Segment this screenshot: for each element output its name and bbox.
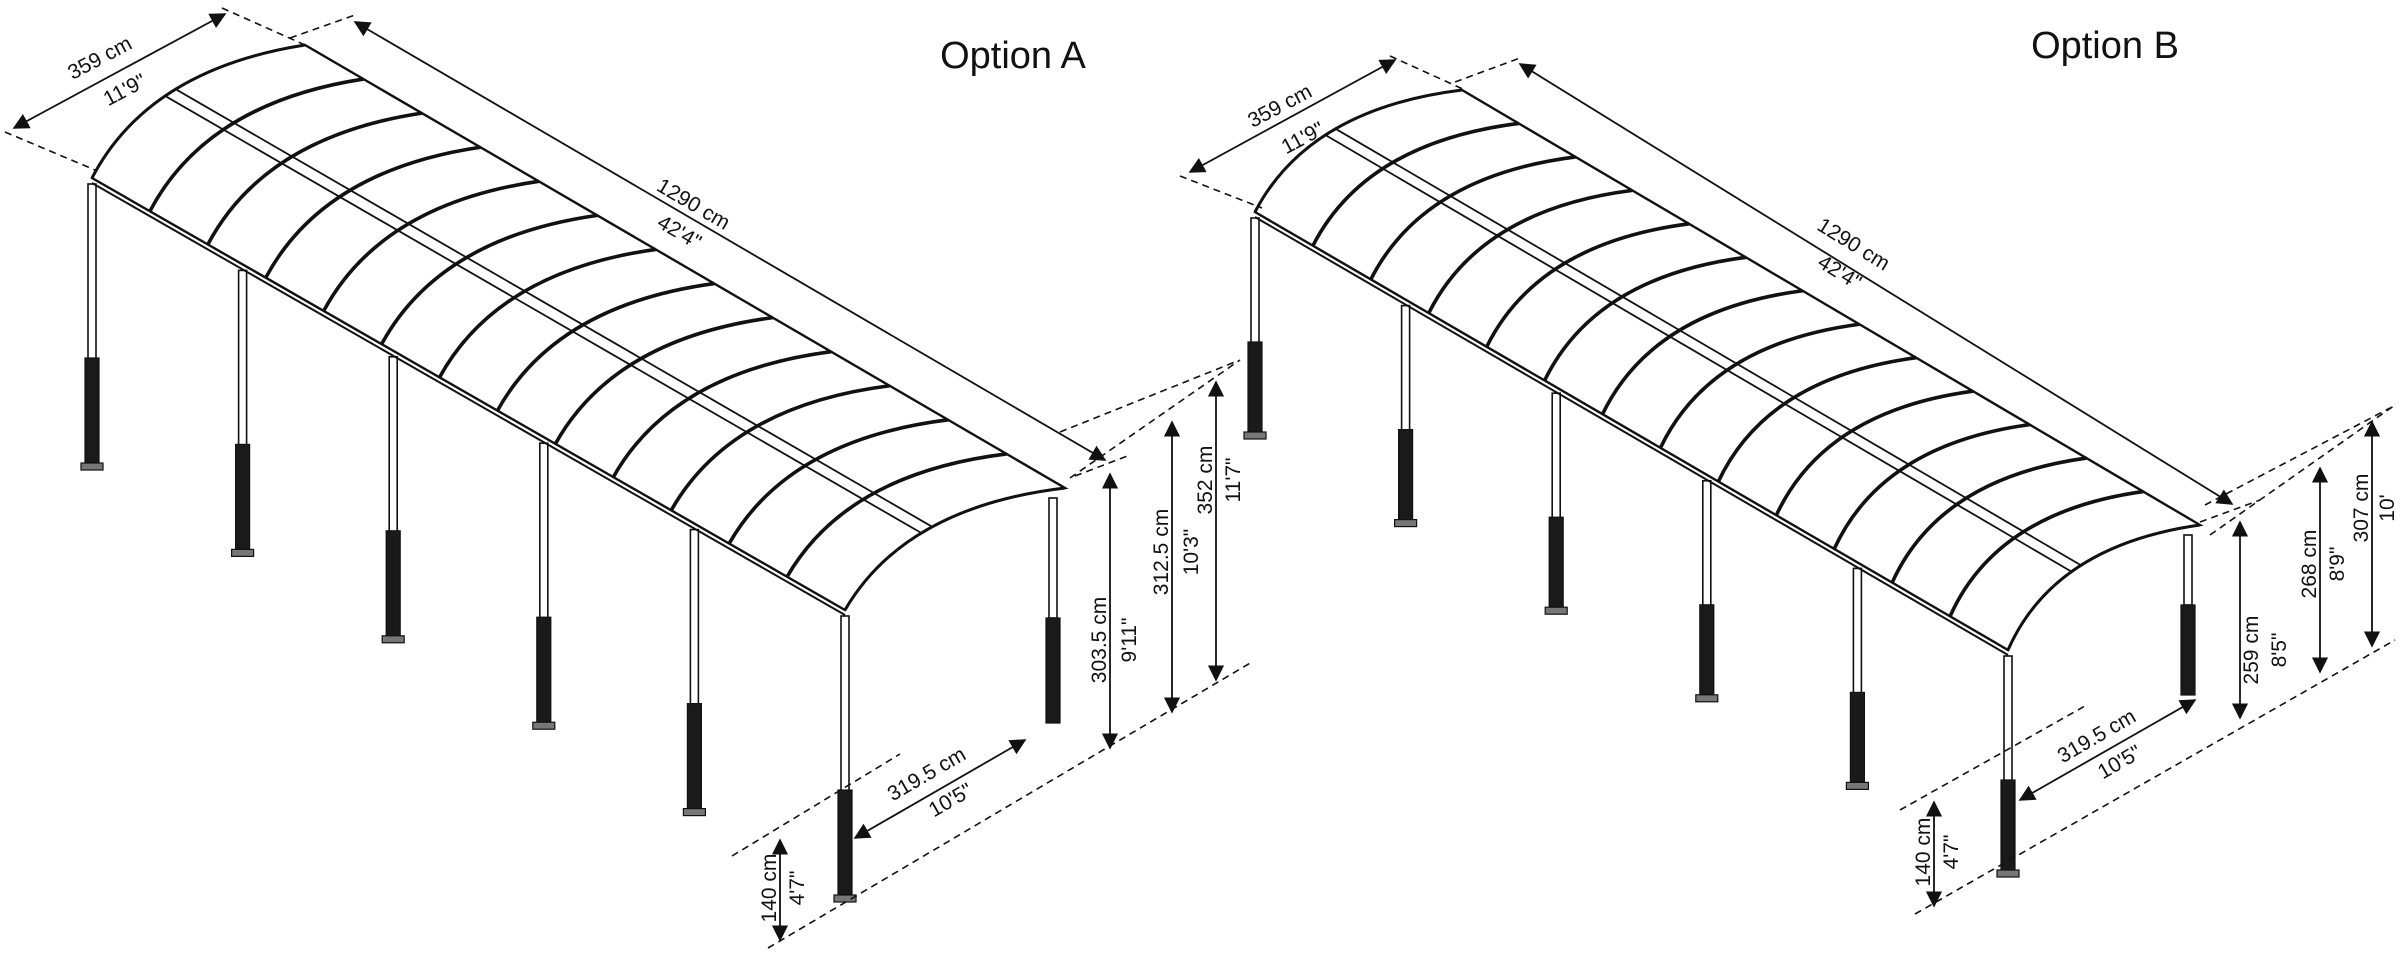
option-a-peak-height-ft: 11'7" (1222, 458, 1245, 503)
option-b-drawing: Option B 359 cm 11'9" 1290 cm 42'4" 259 … (1179, 25, 2399, 915)
option-a-height-dimensions: 303.5 cm 9'11" 312.5 cm 10'3" 352 cm 11'… (1059, 359, 1245, 750)
option-b-mid-height-ft: 8'9" (2326, 547, 2349, 582)
option-b-eave-height-ft: 8'5" (2268, 633, 2291, 668)
option-b-post (1695, 479, 1719, 703)
option-a-mid-height-cm: 312.5 cm (1150, 509, 1173, 595)
option-b-footing-dimension: 140 cm 4'7" (1899, 639, 2396, 915)
option-a-footing-dimension: 140 cm 4'7" (731, 661, 1253, 949)
option-a-width-ft: 11'9" (100, 70, 150, 111)
option-a-post (231, 269, 255, 558)
option-a-post (833, 615, 857, 903)
option-b-post (2180, 534, 2196, 696)
option-b-post (1544, 392, 1568, 615)
option-a-post (80, 183, 104, 471)
option-a-mid-height-ft: 10'3" (1180, 529, 1203, 576)
option-b-mid-height-cm: 268 cm (2298, 530, 2321, 599)
option-a-drawing: Option A 359 cm 11'9" 1290 cm 42'4" 303.… (4, 7, 1253, 949)
option-b-peak-height-cm: 307 cm (2350, 474, 2373, 543)
option-a-post (682, 528, 707, 817)
option-b-posts (1243, 217, 2196, 878)
option-b-roof (1253, 88, 2204, 656)
option-b-post (1845, 567, 1870, 791)
option-b-post (1996, 655, 2020, 878)
option-a-ridge-beam (175, 88, 933, 528)
option-b-title: Option B (2031, 25, 2179, 67)
option-a-post-spacing-ft: 10'5" (925, 779, 977, 822)
option-a-footing-ft: 4'7" (786, 871, 809, 906)
option-b-footing-ft: 4'7" (1940, 835, 1963, 870)
option-b-footing-cm: 140 cm (1912, 818, 1935, 887)
option-b-post (1393, 304, 1418, 528)
option-a-post (381, 355, 405, 644)
option-b-peak-height-ft: 10' (2376, 494, 2399, 521)
option-a-rafter (843, 486, 1066, 611)
option-b-post (1243, 217, 1267, 440)
option-b-ridge-beam (1324, 134, 2072, 573)
option-a-rafter (148, 77, 364, 213)
option-b-rafter (2006, 523, 2201, 651)
option-b-eave-height-cm: 259 cm (2240, 616, 2263, 685)
option-b-height-dimensions: 259 cm 8'5" 268 cm 8'9" 307 cm 10' (2204, 404, 2399, 720)
option-a-footing-cm: 140 cm (758, 854, 781, 923)
option-b-post-spacing-ft: 10'5" (2094, 741, 2146, 784)
option-b-post-spacing-dimension: 319.5 cm 10'5" (2018, 699, 2197, 801)
option-a-eave-height-ft: 9'11" (1118, 618, 1141, 663)
option-a-post (532, 442, 556, 730)
option-a-post (1045, 497, 1061, 724)
option-a-eave-height-cm: 303.5 cm (1088, 597, 1111, 683)
option-b-carport (1243, 88, 2204, 878)
option-a-post-spacing-dimension: 319.5 cm 10'5" (853, 739, 1027, 839)
option-a-title: Option A (940, 35, 1086, 77)
option-a-peak-height-cm: 352 cm (1194, 446, 1217, 515)
